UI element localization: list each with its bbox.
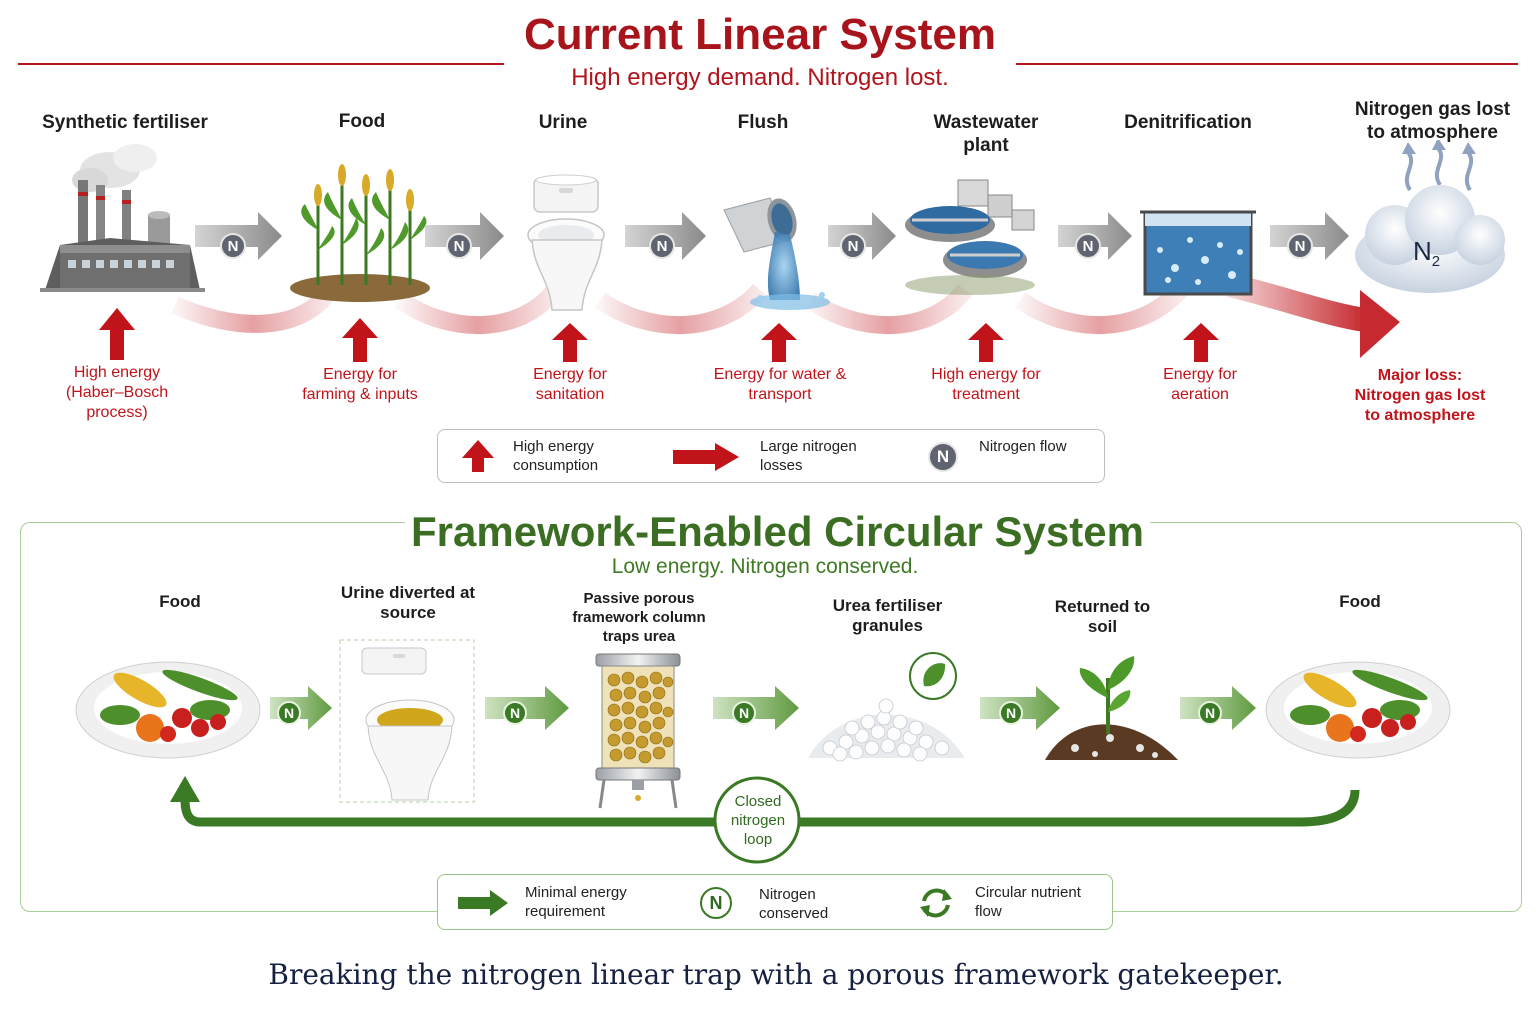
food-plate-icon — [1265, 661, 1451, 759]
granules-icon — [808, 652, 965, 762]
energy-label: High energy for treatment — [931, 366, 1041, 403]
energy-label: Energy for water & transport — [713, 366, 847, 403]
linear-step-label: Denitrification — [1124, 112, 1252, 133]
green-arrow-icon — [458, 890, 508, 916]
linear-subtitle: High energy demand. Nitrogen lost. — [571, 64, 949, 91]
red-up-arrow-icon — [462, 440, 494, 472]
pipe-water-icon — [723, 197, 830, 310]
circular-step-label: Food — [1339, 592, 1381, 611]
seedling-icon — [1045, 656, 1178, 760]
linear-legend: High energy consumption Large nitrogen l… — [437, 429, 1105, 483]
crop-icon — [290, 164, 430, 302]
nitrogen-badge: N — [840, 233, 866, 259]
legend-flow-text: Nitrogen flow — [979, 438, 1067, 455]
food-plate-icon — [75, 661, 261, 759]
circular-step-label: Passive porous framework column traps ur… — [572, 590, 706, 645]
energy-label: Energy for aeration — [1163, 366, 1237, 403]
circular-step-label: Food — [159, 592, 201, 611]
nitrogen-badge: N — [277, 701, 301, 725]
linear-step-label: Wastewater plant — [933, 112, 1039, 156]
nitrogen-badge: N — [1075, 233, 1101, 259]
n2-cloud-icon — [1355, 140, 1505, 293]
linear-flow-graphic — [40, 140, 1505, 362]
circular-step-label: Urine diverted at source — [340, 583, 476, 622]
linear-step-label: Synthetic fertiliser — [42, 112, 208, 133]
energy-up-arrows — [99, 308, 1219, 362]
linear-title-line-left — [18, 63, 504, 65]
energy-label: Energy for farming & inputs — [302, 366, 418, 403]
linear-step-label: Urine — [538, 112, 588, 133]
circular-step-label: Returned to soil — [1054, 597, 1151, 636]
toilet-icon — [527, 174, 605, 311]
circular-flow-graphic — [75, 639, 1451, 864]
closed-loop-label: Closed nitrogen loop — [730, 793, 786, 848]
circular-step-label: Urea fertiliser granules — [832, 596, 943, 635]
toilet-urine-icon — [361, 647, 455, 801]
red-right-arrow-icon — [673, 443, 739, 471]
n2-label: N2 — [1413, 236, 1441, 271]
aeration-tank-icon — [1140, 210, 1256, 296]
legend-minimal-energy-text: Minimal energy requirement — [525, 884, 627, 920]
energy-label: High energy (Haber–Bosch process) — [65, 364, 169, 421]
linear-step-label: Flush — [737, 112, 789, 133]
legend-n-conserved-icon: N — [700, 887, 732, 919]
legend-circular-text: Circular nutrient flow — [975, 884, 1081, 920]
nitrogen-badge: N — [1198, 701, 1222, 725]
linear-title: Current Linear System — [524, 10, 996, 59]
energy-label: Energy for sanitation — [533, 366, 607, 403]
nitrogen-badge: N — [999, 701, 1023, 725]
major-loss-label: Major loss: Nitrogen gas lost to atmosph… — [1354, 367, 1486, 424]
circular-flow-icon — [920, 888, 952, 918]
factory-icon — [40, 144, 205, 292]
nitrogen-badge: N — [220, 233, 246, 259]
circular-title-mask — [405, 510, 1150, 540]
framework-column-icon — [595, 653, 681, 809]
circular-legend: Minimal energy requirement N Nitrogen co… — [437, 874, 1113, 930]
nitrogen-badge: N — [503, 701, 527, 725]
nitrogen-badge: N — [446, 233, 472, 259]
nitrogen-badge: N — [1287, 233, 1313, 259]
nitrogen-badge: N — [732, 701, 756, 725]
legend-n-badge-icon: N — [928, 442, 958, 472]
urine-diversion-box — [339, 639, 475, 803]
linear-step-label: Food — [338, 111, 386, 132]
nitrogen-badge: N — [649, 233, 675, 259]
footer-caption: Breaking the nitrogen linear trap with a… — [268, 958, 1284, 991]
circular-subtitle: Low energy. Nitrogen conserved. — [611, 555, 919, 578]
linear-title-line-right — [1016, 63, 1518, 65]
legend-n-conserved-text: Nitrogen conserved — [759, 886, 829, 922]
circular-title: Framework-Enabled Circular System — [411, 508, 1144, 555]
linear-step-label: Nitrogen gas lost to atmosphere — [1354, 99, 1511, 143]
treatment-plant-icon — [905, 179, 1035, 295]
legend-loss-text: Large nitrogen losses — [760, 438, 857, 474]
closed-loop-arrow — [170, 776, 1360, 864]
legend-energy-text: High energy consumption — [513, 438, 599, 474]
